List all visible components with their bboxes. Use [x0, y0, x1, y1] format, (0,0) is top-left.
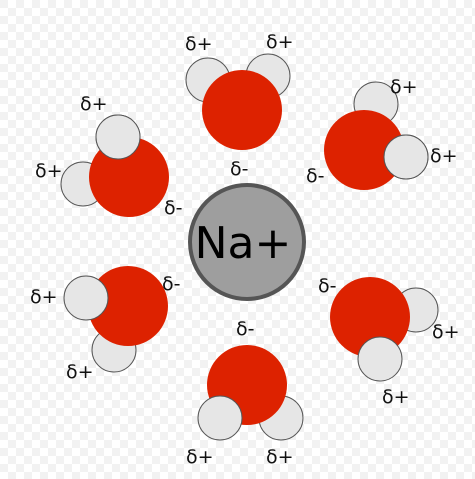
sodium-ion-label: Na+ — [195, 218, 292, 269]
partial-positive-label: δ+ — [430, 145, 458, 167]
water-molecule-lower-right: δ+ δ+ δ- — [318, 275, 460, 408]
hydrogen-atom — [357, 336, 403, 382]
partial-positive-label: δ+ — [80, 93, 108, 115]
water-molecule-bottom: δ- δ+ δ+ — [186, 318, 304, 468]
partial-negative-label: δ- — [230, 158, 248, 180]
partial-positive-label: δ+ — [390, 76, 418, 98]
oxygen-atom — [330, 277, 410, 357]
partial-negative-label: δ- — [306, 165, 324, 187]
partial-positive-label: δ+ — [186, 446, 214, 468]
partial-positive-label: δ+ — [35, 160, 63, 182]
partial-negative-label: δ- — [162, 273, 180, 295]
partial-positive-label: δ+ — [382, 386, 410, 408]
water-molecule-top: δ+ δ+ δ- — [185, 31, 294, 180]
partial-positive-label: δ+ — [66, 361, 94, 383]
partial-positive-label: δ+ — [30, 286, 58, 308]
partial-positive-label: δ+ — [266, 31, 294, 53]
partial-negative-label: δ- — [236, 318, 254, 340]
partial-positive-label: δ+ — [432, 321, 460, 343]
partial-negative-label: δ- — [318, 275, 336, 297]
hydrogen-atom — [383, 134, 429, 180]
oxygen-atom — [324, 110, 404, 190]
partial-positive-label: δ+ — [266, 446, 294, 468]
oxygen-atom — [88, 266, 168, 346]
sodium-ion: Na+ — [188, 183, 306, 301]
water-molecule-upper-right: δ+ δ+ δ- — [306, 76, 458, 190]
hydrogen-atom — [63, 275, 109, 321]
water-molecule-lower-left: δ+ δ+ δ- — [30, 266, 180, 383]
hydrogen-atom — [95, 114, 141, 160]
partial-negative-label: δ- — [164, 197, 182, 219]
oxygen-atom — [202, 70, 282, 150]
water-molecule-upper-left: δ+ δ+ δ- — [35, 93, 182, 219]
partial-positive-label: δ+ — [185, 33, 213, 55]
sodium-ion-circle — [188, 183, 306, 301]
hydrogen-atom — [197, 395, 243, 441]
